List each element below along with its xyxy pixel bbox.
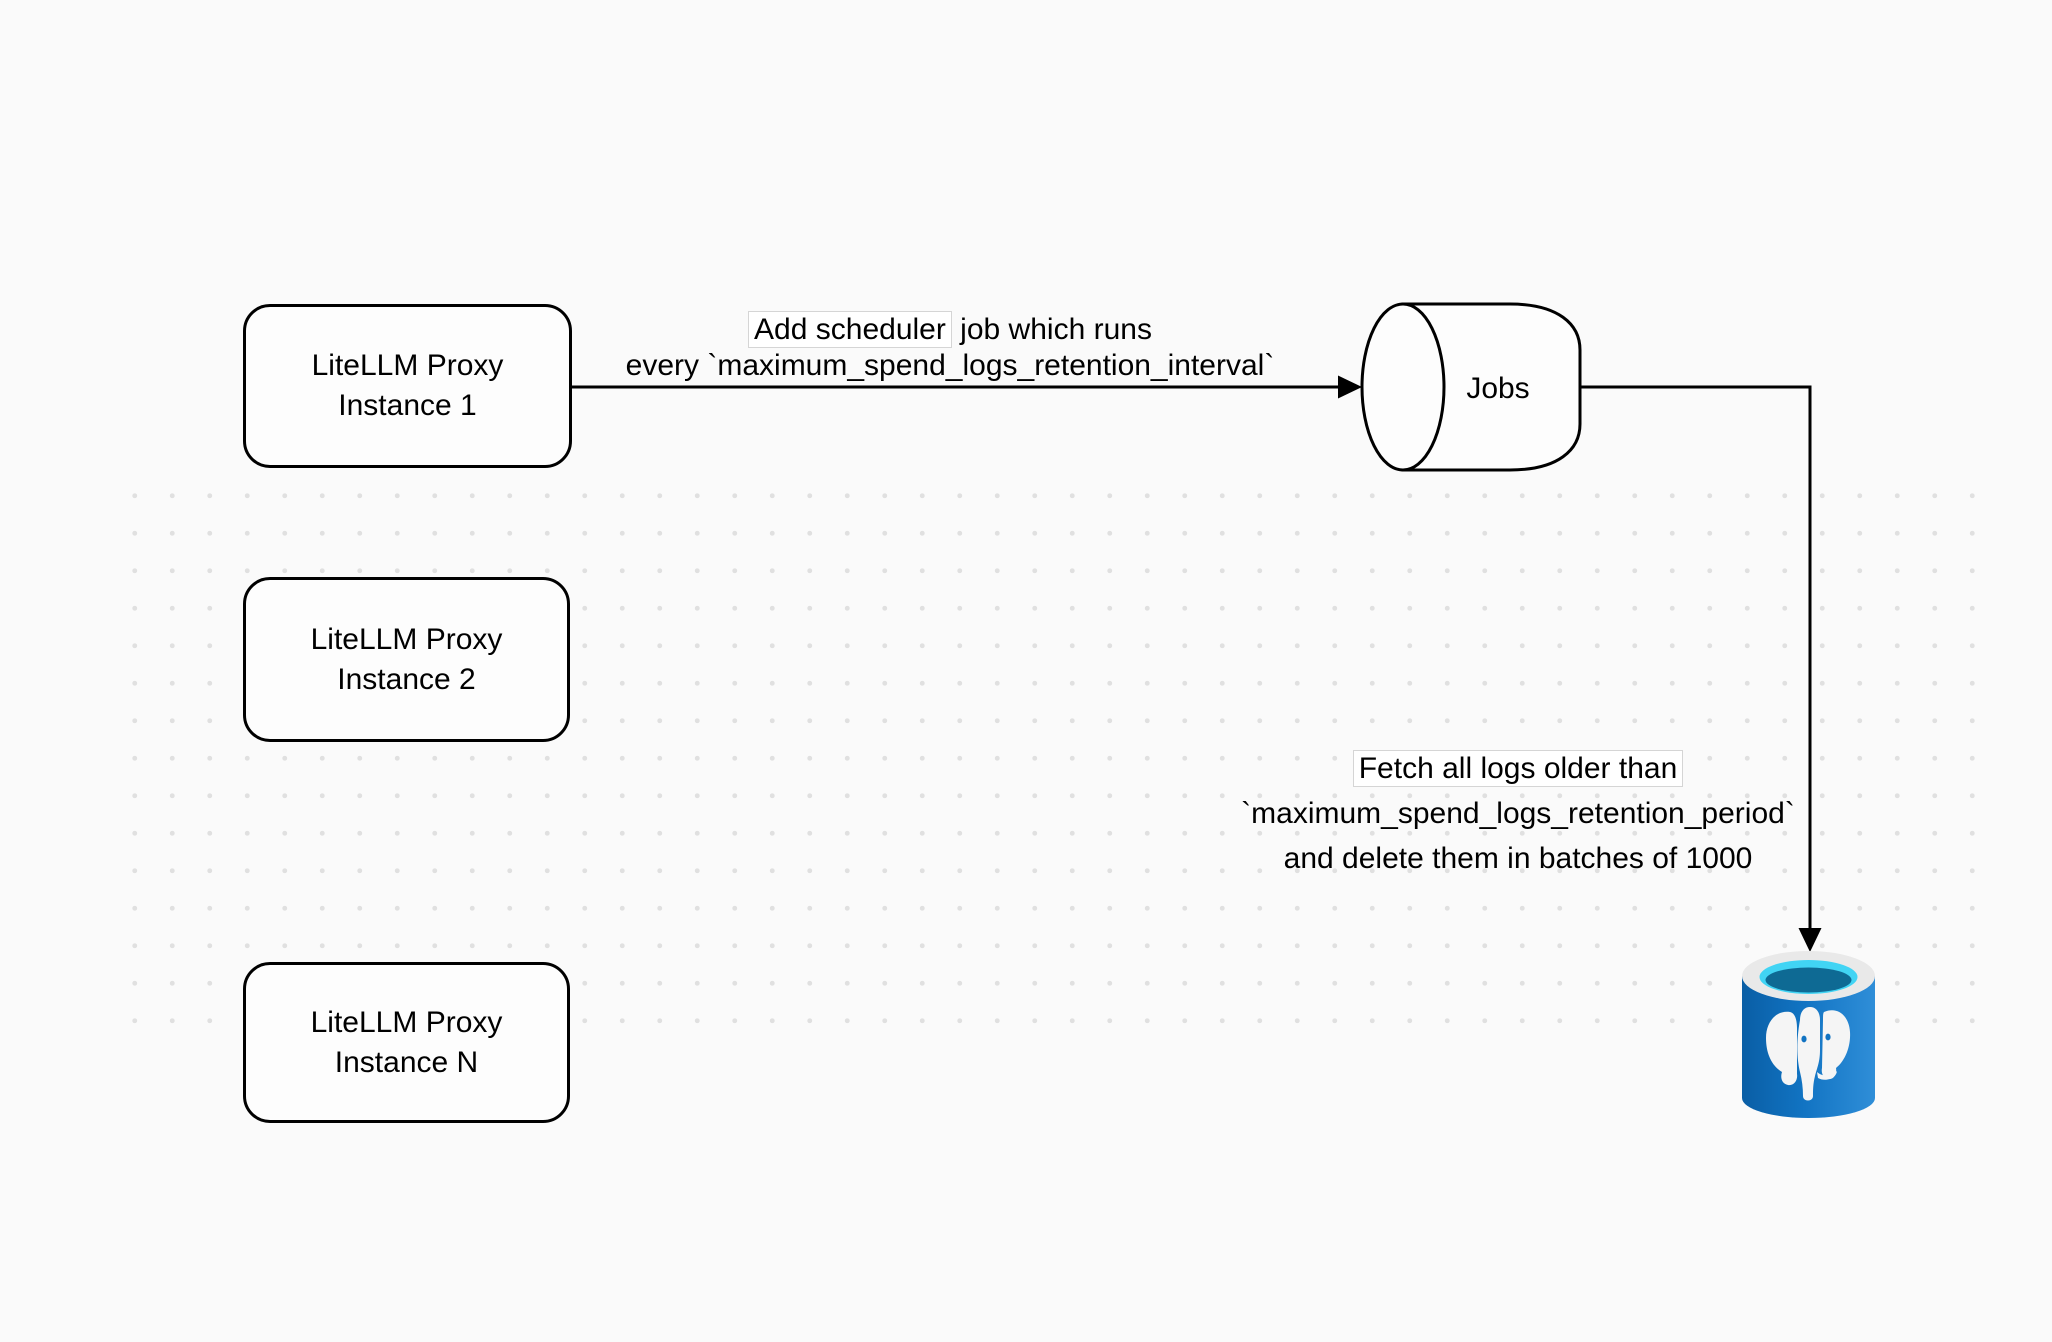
node-label-line: LiteLLM Proxy	[310, 622, 503, 656]
jobs-label: Jobs	[1466, 372, 1529, 405]
postgresql-database-icon	[1742, 951, 1875, 1118]
node-litellm-proxy-instance-n: LiteLLM Proxy Instance N	[243, 962, 570, 1123]
postgres-elephant-eyes	[1801, 1033, 1831, 1043]
node-jobs-queue: Jobs	[1360, 302, 1582, 472]
db-rim-inner-liquid	[1765, 967, 1852, 993]
edge-label-highlight: Fetch all logs older than	[1352, 750, 1684, 787]
edge-label-add-scheduler: Add scheduler job which runs every `maxi…	[550, 311, 1350, 384]
edge-label-fetch-logs: Fetch all logs older than `maximum_spend…	[1168, 746, 1868, 881]
node-label-line: LiteLLM Proxy	[310, 1005, 503, 1039]
edge-label-line: Add scheduler job which runs	[550, 311, 1350, 348]
node-litellm-proxy-instance-2: LiteLLM Proxy Instance 2	[243, 577, 570, 742]
node-label-line: Instance 2	[337, 662, 476, 696]
node-litellm-proxy-instance-1: LiteLLM Proxy Instance 1	[243, 304, 572, 468]
node-label-line: Instance 1	[338, 389, 477, 422]
edge-label-highlight: Add scheduler	[748, 311, 952, 348]
node-label-line: LiteLLM Proxy	[311, 349, 504, 382]
edge-label-line: and delete them in batches of 1000	[1283, 842, 1753, 875]
edge-label-text: job which runs	[951, 313, 1152, 346]
node-label-line: Instance N	[334, 1045, 479, 1079]
postgres-elephant-icon	[1766, 1007, 1851, 1101]
cylinder-end-ellipse	[1360, 302, 1446, 472]
edge-label-line: every `maximum_spend_logs_retention_inte…	[625, 349, 1275, 382]
edge-label-line: Fetch all logs older than	[1168, 746, 1868, 791]
edge-label-line: `maximum_spend_logs_retention_period`	[1241, 797, 1795, 830]
